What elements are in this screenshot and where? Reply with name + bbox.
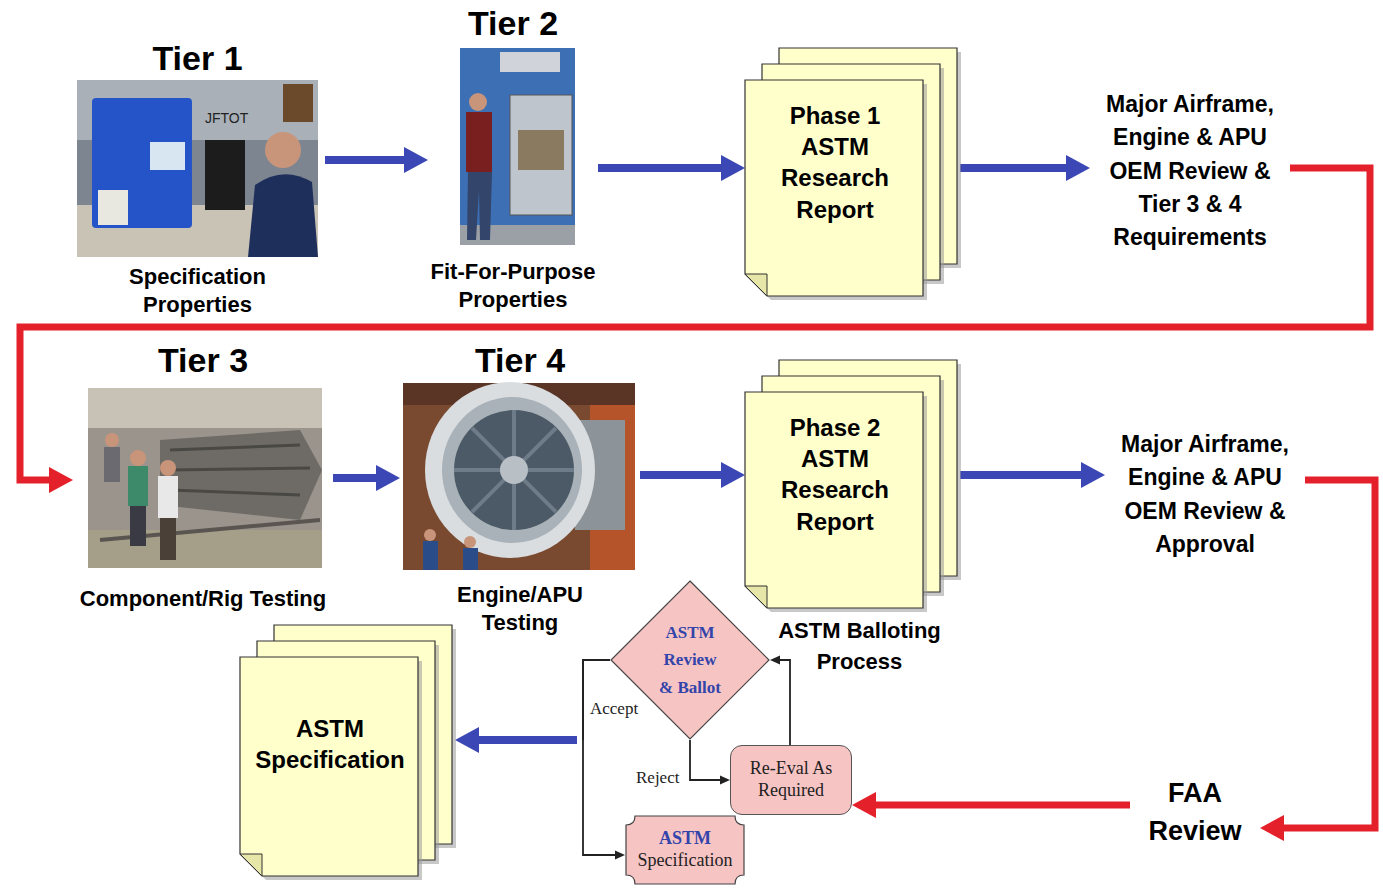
rig-photo: [460, 48, 575, 245]
connector: [640, 462, 745, 488]
tier-panel: Tier 3 Component/Rig Testing: [73, 340, 333, 612]
connector-line: [333, 474, 378, 482]
lab-photo: [77, 80, 318, 257]
connector-line: [477, 736, 577, 744]
machine-label: JFTOT: [205, 111, 248, 126]
tier-panel: Tier 4 Engine/APU Testing: [400, 340, 640, 636]
node-text: Phase 1 ASTM Research Report: [775, 100, 895, 225]
connector-line: [690, 740, 722, 780]
edge-label: Accept: [588, 700, 640, 719]
component-rig-photo: [88, 388, 322, 568]
arrow-head: [1260, 815, 1284, 841]
connector: [960, 462, 1105, 488]
arrow-head: [721, 155, 745, 181]
node-heading: Tier 3: [158, 340, 248, 380]
node-heading: Tier 2: [468, 3, 558, 43]
node-text: FAA Review: [1130, 775, 1260, 851]
page-fold: [240, 854, 262, 876]
page-fold: [745, 274, 767, 296]
connector: [598, 155, 745, 181]
node-heading: ASTM: [659, 828, 711, 850]
arrow-head: [852, 792, 876, 818]
arrow-head: [720, 776, 730, 785]
node-text: Engine/APU Testing: [450, 581, 590, 636]
connector: [1260, 480, 1375, 841]
arrow-head: [721, 462, 745, 488]
engine-photo: [403, 382, 635, 570]
connector-line: [598, 164, 723, 172]
plaque-shape: [626, 816, 744, 884]
specification-document: ASTM Specification: [240, 625, 455, 880]
review-step: Major Airframe, Engine & APU OEM Review …: [1090, 88, 1290, 255]
connector-line: [640, 471, 723, 479]
node-text: Fit-For-Purpose Properties: [428, 258, 598, 313]
page: [745, 392, 923, 608]
arrow-head: [1066, 155, 1090, 181]
node-text: Component/Rig Testing: [80, 585, 326, 613]
page: [240, 657, 418, 876]
arrow-head: [376, 465, 400, 491]
node-text: Phase 2 ASTM Research Report: [775, 412, 895, 537]
node-text: ASTM Specification: [245, 713, 415, 775]
connector: [690, 740, 730, 785]
node-heading: Tier 4: [475, 340, 565, 380]
connector-line: [960, 164, 1068, 172]
review-step: Major Airframe, Engine & APU OEM Review …: [1105, 428, 1305, 561]
tier-panel: Tier 1 Specification Properties: [70, 38, 325, 318]
edge-label: Reject: [634, 769, 681, 788]
arrow-head: [455, 727, 479, 753]
review-step: FAA Review: [1130, 775, 1260, 851]
tier-panel: Tier 2 Fit-For-Purpose Properties: [428, 3, 598, 313]
process-box: Re-Eval As Required: [730, 745, 852, 815]
node-text: ASTM Review & Ballot: [656, 619, 724, 701]
connector: [583, 660, 625, 860]
connector-line: [874, 802, 1130, 809]
node-text: Major Airframe, Engine & APU OEM Review …: [1090, 88, 1290, 255]
arrow-head: [770, 656, 780, 665]
connector: [960, 155, 1090, 181]
process-label: ASTM Balloting Process: [762, 616, 957, 678]
arrow-head: [404, 147, 428, 173]
connector-line: [325, 156, 406, 164]
connector-line: [1282, 480, 1375, 828]
node-heading: Tier 1: [152, 38, 242, 78]
connector: [770, 656, 790, 746]
arrow-head: [1081, 462, 1105, 488]
node-text: Specification: [638, 850, 733, 872]
connector: [325, 147, 428, 173]
arrow-head: [49, 467, 73, 493]
connector: [455, 660, 610, 753]
node-text: Re-Eval As Required: [731, 758, 851, 801]
connector-line: [778, 660, 790, 745]
result-plaque: ASTMSpecification: [625, 815, 745, 885]
report-document: Phase 1 ASTM Research Report: [745, 48, 960, 300]
page: [745, 80, 923, 296]
report-document: Phase 2 ASTM Research Report: [745, 360, 960, 612]
connector-line: [960, 471, 1083, 479]
connector-line: [583, 660, 617, 855]
node-text: Specification Properties: [98, 263, 298, 318]
connector: [333, 465, 400, 491]
node-text: Major Airframe, Engine & APU OEM Review …: [1105, 428, 1305, 561]
connector: [852, 792, 1130, 818]
arrow-head: [615, 851, 625, 860]
page-fold: [745, 586, 767, 608]
